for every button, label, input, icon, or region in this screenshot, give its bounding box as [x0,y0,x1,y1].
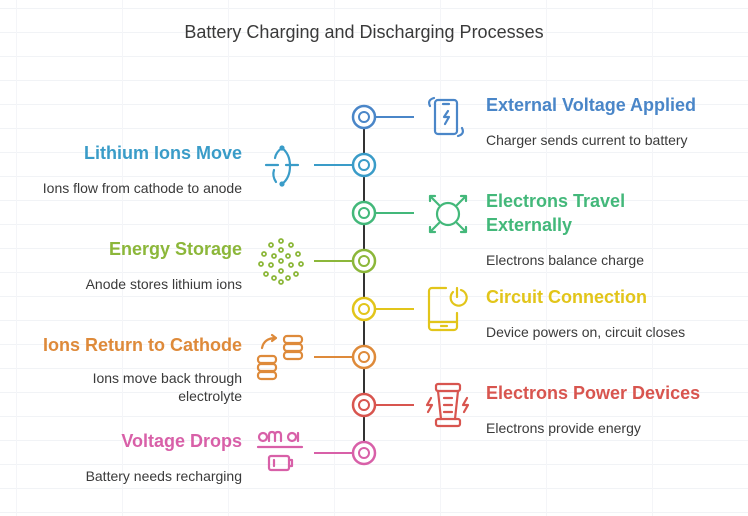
step-6-heading: Ions Return to Cathode [43,335,242,355]
step-2-description: Ions flow from cathode to anode [42,180,242,196]
stack-return-icon [256,333,304,381]
step-2-heading: Lithium Ions Move [83,143,242,163]
step-8-description: Battery needs recharging [85,468,242,484]
node-1-inner [358,111,370,123]
power-phone-icon [427,286,468,332]
electron-orbit-icon [428,194,468,234]
step-3-description: Electrons balance charge [486,252,644,268]
node-6-inner [358,351,370,363]
node-2-inner [358,159,370,171]
node-5-inner [358,303,370,315]
step-3-heading: Electrons Travel Externally [486,191,626,235]
dot-cluster-icon [258,238,304,285]
step-1-heading: External Voltage Applied [486,95,697,115]
node-3-inner [358,207,370,219]
step-1-description: Charger sends current to battery [486,132,688,148]
diagram-title: Battery Charging and Discharging Process… [184,22,544,42]
charging-phone-icon [428,96,464,138]
node-4-inner [358,255,370,267]
step-7-description: Electrons provide energy [486,420,641,436]
step-8-heading: Voltage Drops [121,431,242,451]
step-4-description: Anode stores lithium ions [85,276,242,292]
power-stack-icon [425,382,470,428]
low-battery-icon [256,430,304,472]
step-7-heading: Electrons Power Devices [486,383,701,403]
ion-flow-icon [264,145,300,187]
step-5-heading: Circuit Connection [486,287,647,307]
node-7-inner [358,399,370,411]
step-4-heading: Energy Storage [108,239,242,259]
node-8-inner [358,447,370,459]
step-6-description: Ions move back through electrolyte [92,370,242,404]
step-5-description: Device powers on, circuit closes [486,324,686,340]
